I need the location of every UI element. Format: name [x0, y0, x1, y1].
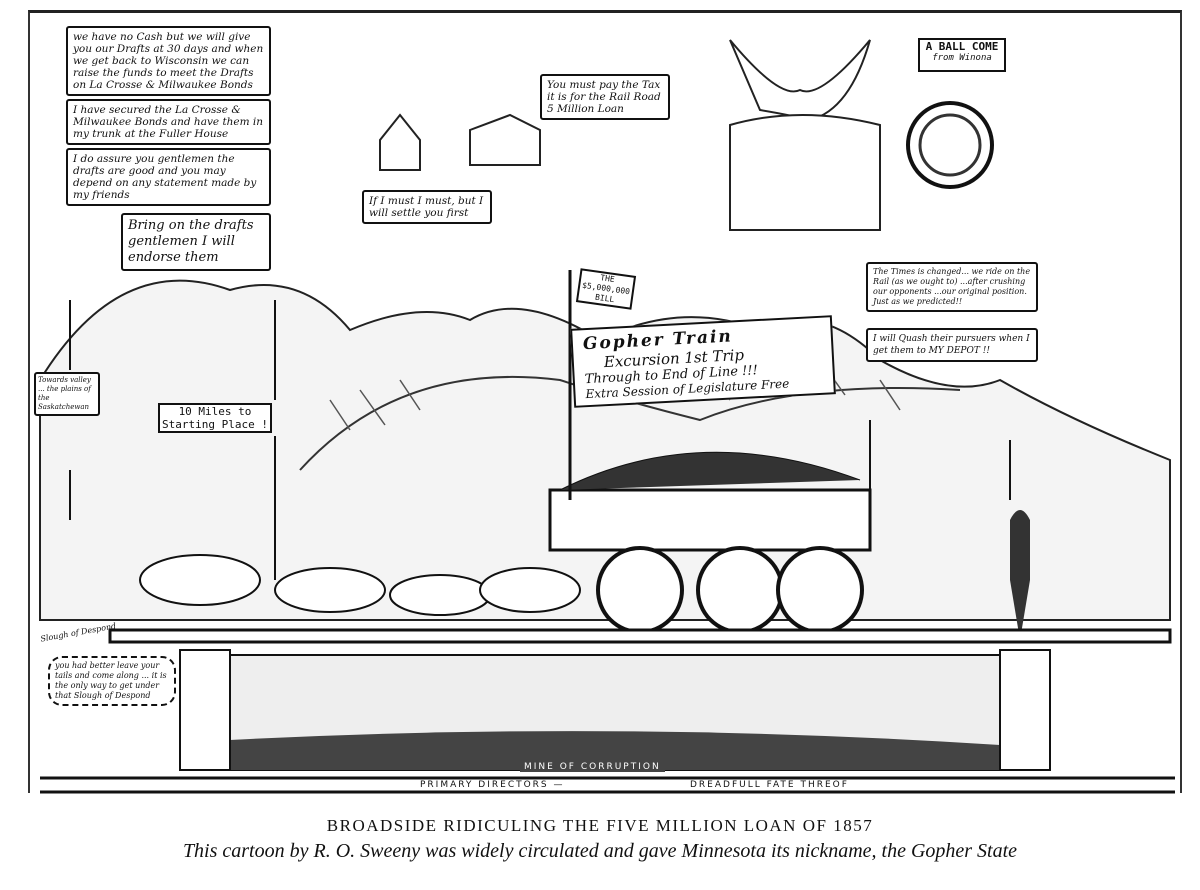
miles-sign-line2: Starting Place ! — [162, 418, 268, 431]
wheel — [596, 546, 684, 634]
speech-bubble: Bring on the drafts gentlemen I will end… — [121, 213, 271, 271]
eagle — [729, 39, 871, 122]
gopher — [139, 554, 261, 606]
passengers — [559, 451, 861, 491]
caption-subtitle: This cartoon by R. O. Sweeny was widely … — [182, 840, 1018, 862]
gopher — [479, 567, 581, 613]
devil — [1010, 510, 1030, 640]
speech-bubble: you had better leave your tails and come… — [48, 656, 176, 706]
speech-bubble: I do assure you gentlemen the drafts are… — [66, 148, 271, 206]
speech-bubble: we have no Cash but we will give you our… — [66, 26, 271, 96]
right-bubble-stack: The Times is changed... we ride on the R… — [866, 262, 1038, 362]
gopher — [274, 567, 386, 613]
track — [108, 628, 1172, 644]
gopher-train-banner: Gopher Train Excursion 1st Trip Through … — [570, 315, 836, 408]
caption-title: BROADSIDE RIDICULING THE FIVE MILLION LO… — [326, 816, 874, 835]
speech-bubble: I have secured the La Crosse & Milwaukee… — [66, 99, 271, 145]
miles-sign: 10 Miles to Starting Place ! — [158, 403, 272, 433]
houses — [379, 113, 541, 171]
miles-sign-line1: 10 Miles to — [178, 405, 252, 418]
ball-sign-title: A BALL COME — [925, 40, 999, 53]
speech-bubble: The Times is changed... we ride on the R… — [866, 262, 1038, 312]
wheel — [696, 546, 784, 634]
cartoon-frame — [28, 10, 1182, 793]
ball-sign-sub: from Winona — [932, 53, 992, 63]
speech-bubble: I will Quash their pursuers when I get t… — [866, 328, 1038, 362]
speech-bubble: You must pay the Tax it is for the Rail … — [540, 74, 670, 120]
gopher — [389, 574, 491, 616]
brick-pillar — [179, 649, 231, 771]
platform — [729, 114, 881, 231]
wheel — [776, 546, 864, 634]
speech-bubble: Towards valley ... the plains of the Sas… — [34, 372, 100, 416]
speech-bubble: If I must I must, but I will settle you … — [362, 190, 492, 224]
cartoon-drawing — [39, 39, 1175, 794]
left-bubble-stack: we have no Cash but we will give you our… — [66, 26, 271, 271]
ball-sign: A BALL COME from Winona — [918, 38, 1006, 72]
bottom-label-left: PRIMARY DIRECTORS — — [420, 780, 565, 790]
brick-pillar — [999, 649, 1051, 771]
mine-label: MINE OF CORRUPTION — [520, 762, 665, 772]
train-car — [548, 488, 872, 552]
bottom-label-right: DREADFULL FATE THREOF — [690, 780, 849, 790]
